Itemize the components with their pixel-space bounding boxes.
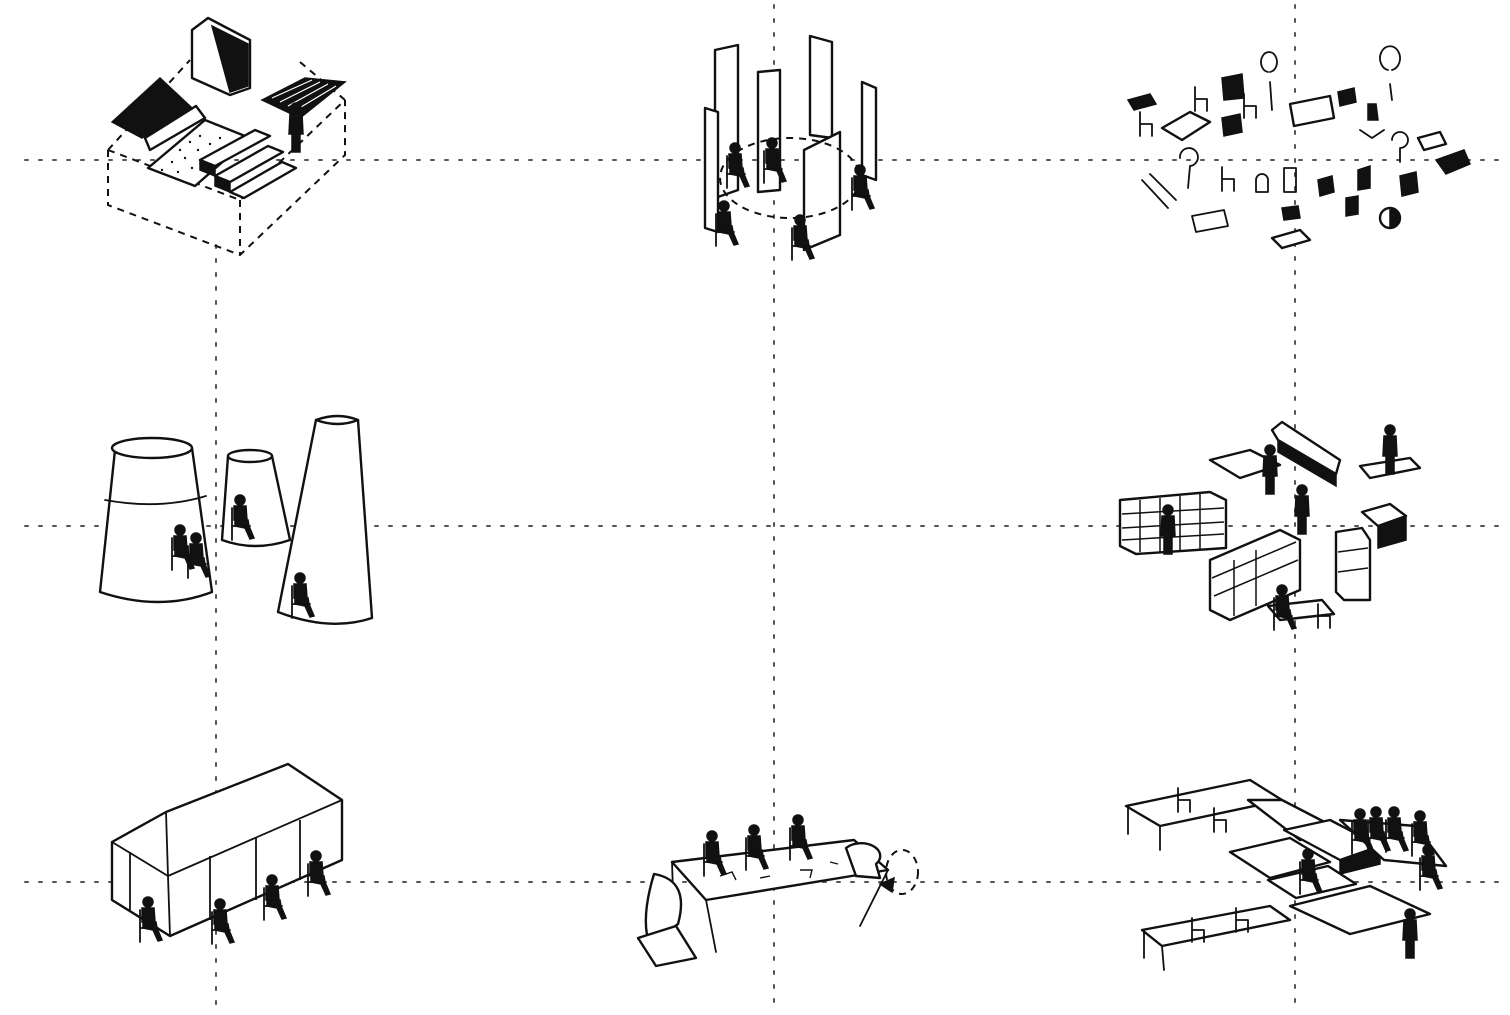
seating-pods-icon — [100, 416, 372, 624]
standing-panels-icon — [705, 36, 876, 260]
chair-collection-icon — [1128, 46, 1470, 248]
table-network-icon — [1126, 780, 1446, 970]
house-booths-icon — [112, 764, 342, 944]
courtyard-stairs-icon — [108, 18, 345, 255]
drawing-table-icon — [638, 815, 918, 966]
